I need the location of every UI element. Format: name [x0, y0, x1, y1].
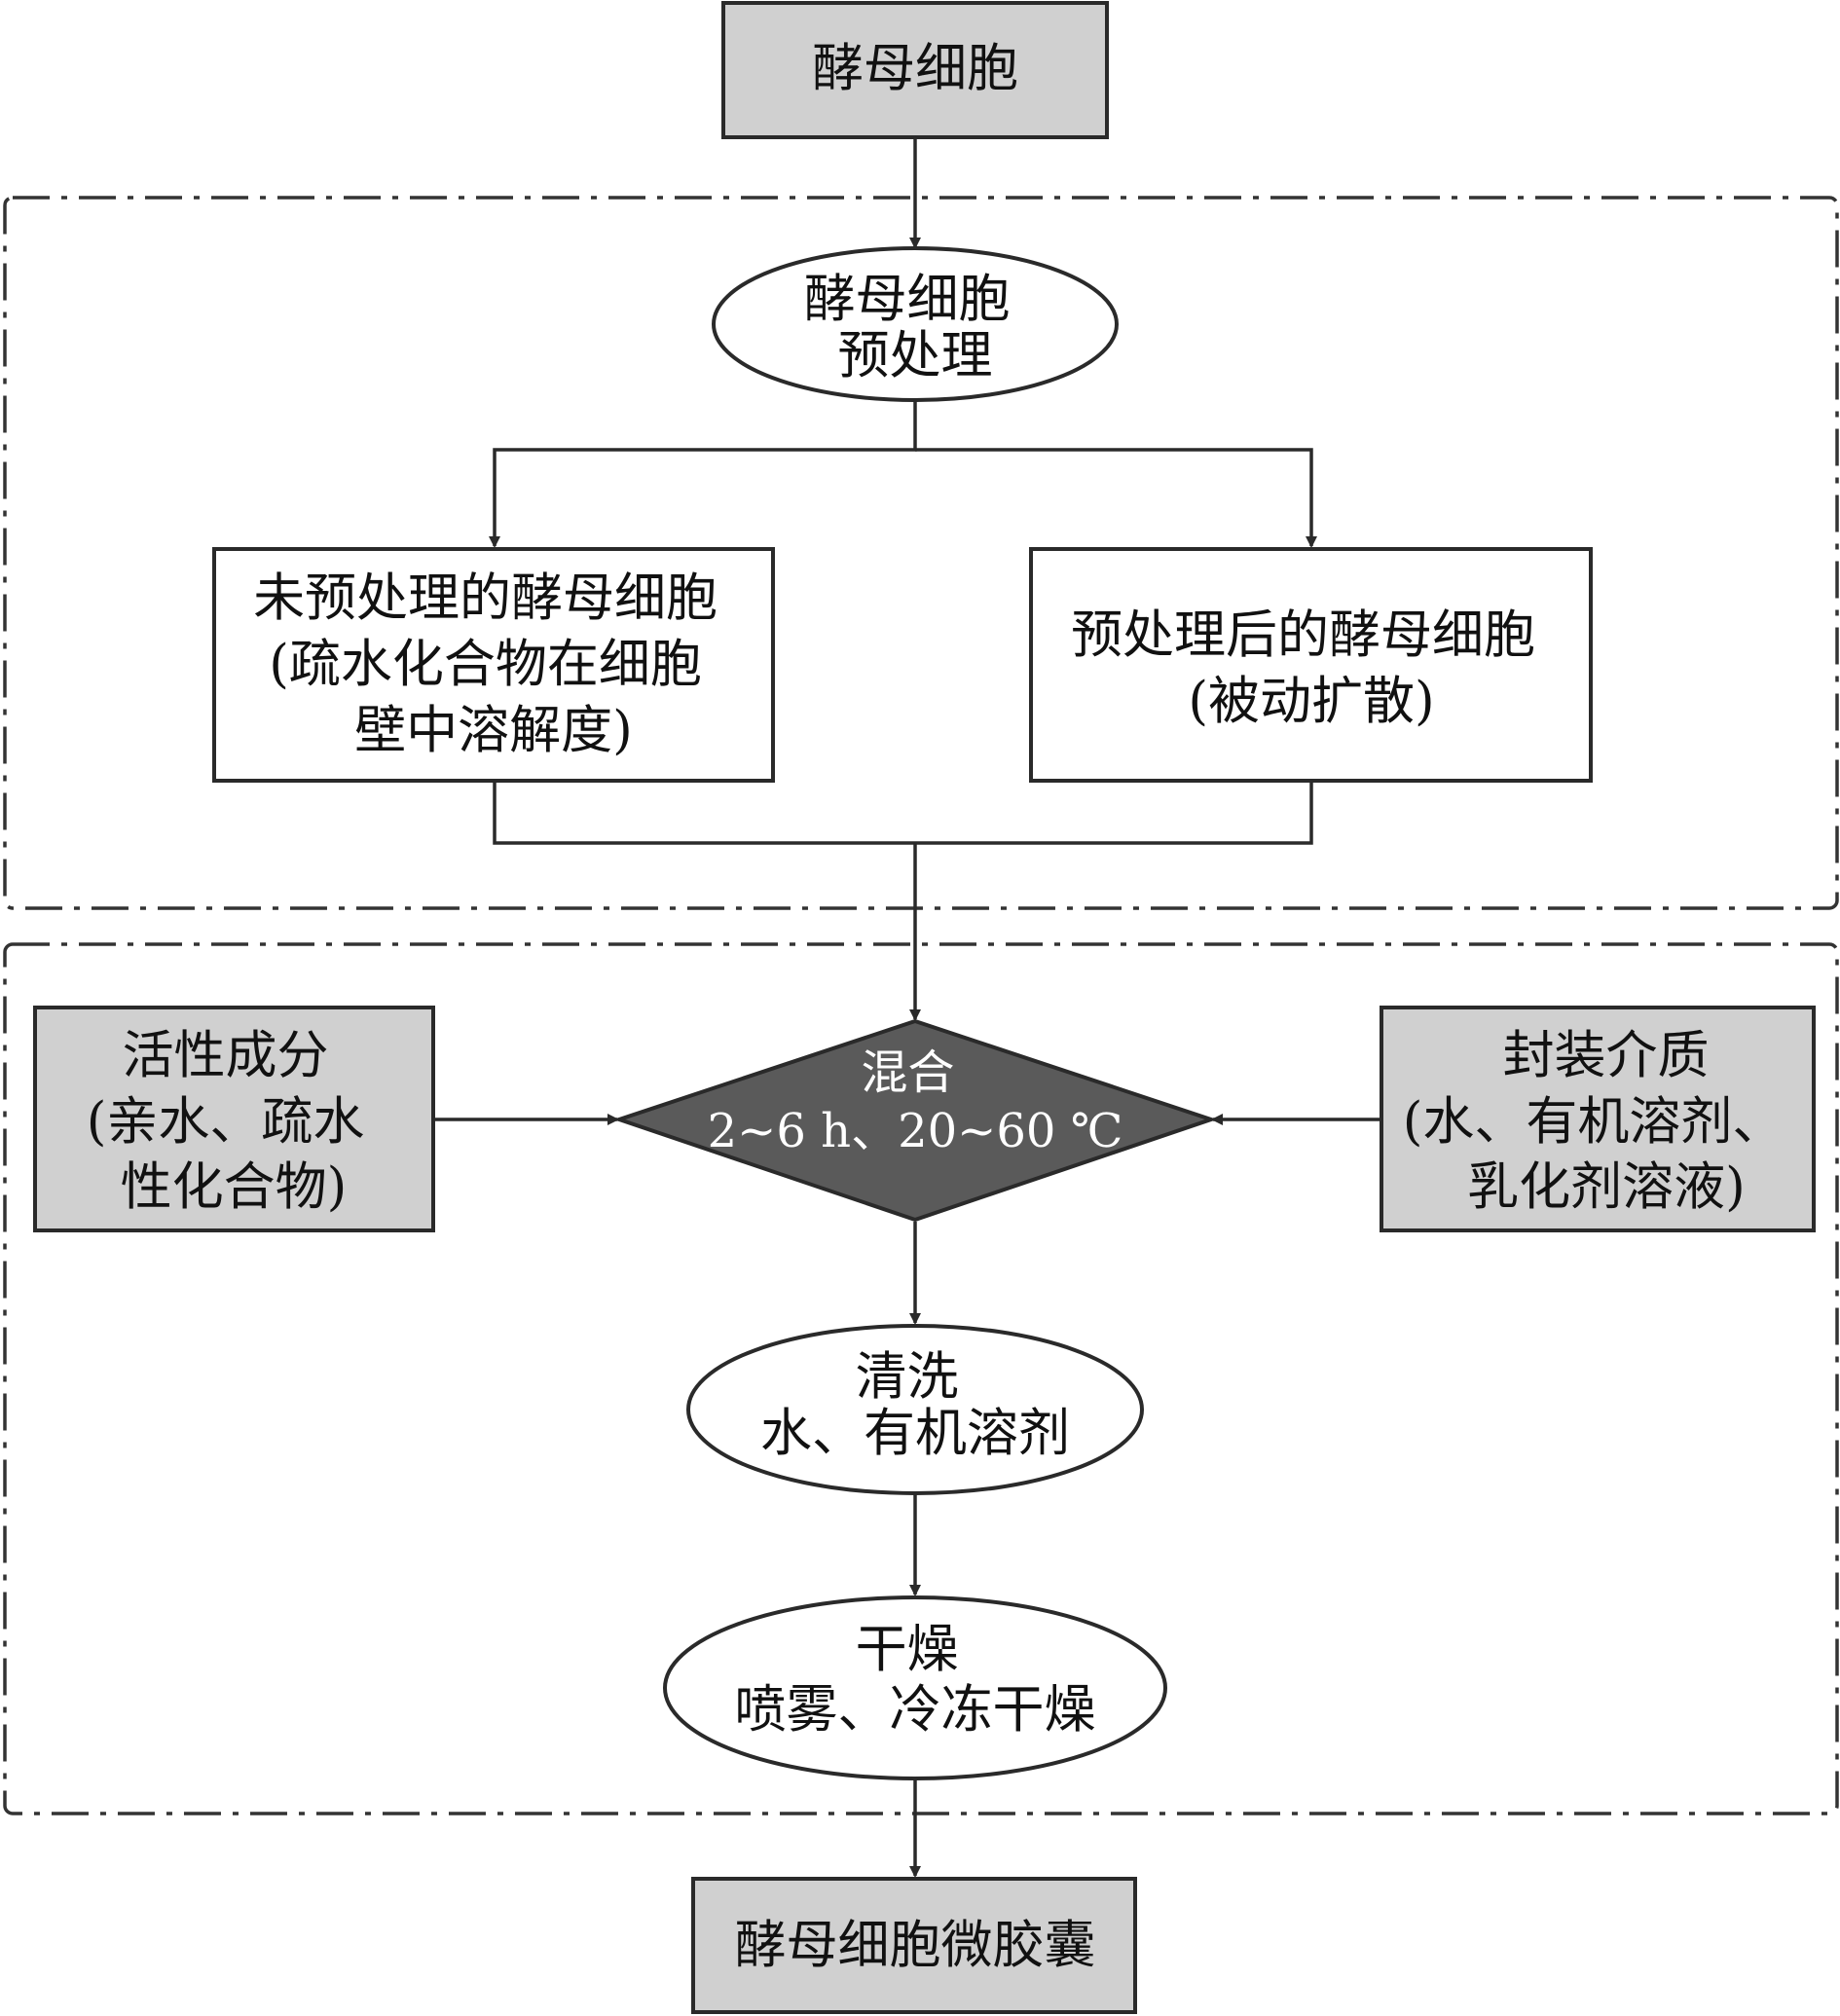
node-dry-ellipse	[663, 1595, 1167, 1780]
merge-line	[493, 782, 1313, 845]
split-line	[489, 401, 917, 548]
node-active-label: 活性成分 (亲水、疏水 性化合物)	[87, 1026, 382, 1217]
node-dry-label: 干燥 喷雾、冷冻干燥	[735, 1620, 1096, 1740]
node-untreated-label: 未预处理的酵母细胞 (疏水化合物在细胞 壁中溶解度)	[253, 568, 734, 760]
node-mix-diamond	[612, 1018, 1218, 1223]
node-start-label: 酵母细胞	[812, 39, 1018, 98]
node-treated-box	[1029, 547, 1593, 783]
encapsulation-stage-group	[3, 942, 1839, 1815]
node-pretreat-label: 酵母细胞 预处理	[804, 270, 1027, 385]
node-end-box	[691, 1877, 1137, 2014]
node-pretreat-ellipse	[712, 246, 1119, 402]
node-mix-label: 混合 2~6 h、20~60 ℃	[708, 1045, 1123, 1158]
node-end-label: 酵母细胞微胶囊	[735, 1916, 1096, 1975]
node-start-box	[721, 1, 1109, 139]
connectors	[434, 139, 1380, 1878]
pretreatment-stage-group	[3, 196, 1839, 910]
node-untreated-box	[212, 547, 775, 783]
split-line-right	[915, 448, 1317, 548]
node-wash-label: 清洗 水、有机溶剂	[760, 1347, 1070, 1463]
node-active-box	[33, 1006, 435, 1232]
node-wash-ellipse	[686, 1324, 1144, 1495]
node-treated-label: 预处理后的酵母细胞 (被动扩散)	[1071, 605, 1552, 731]
node-medium-box	[1380, 1006, 1816, 1232]
node-medium-label: 封装介质 (水、有机溶剂、 乳化剂溶液)	[1403, 1026, 1801, 1217]
